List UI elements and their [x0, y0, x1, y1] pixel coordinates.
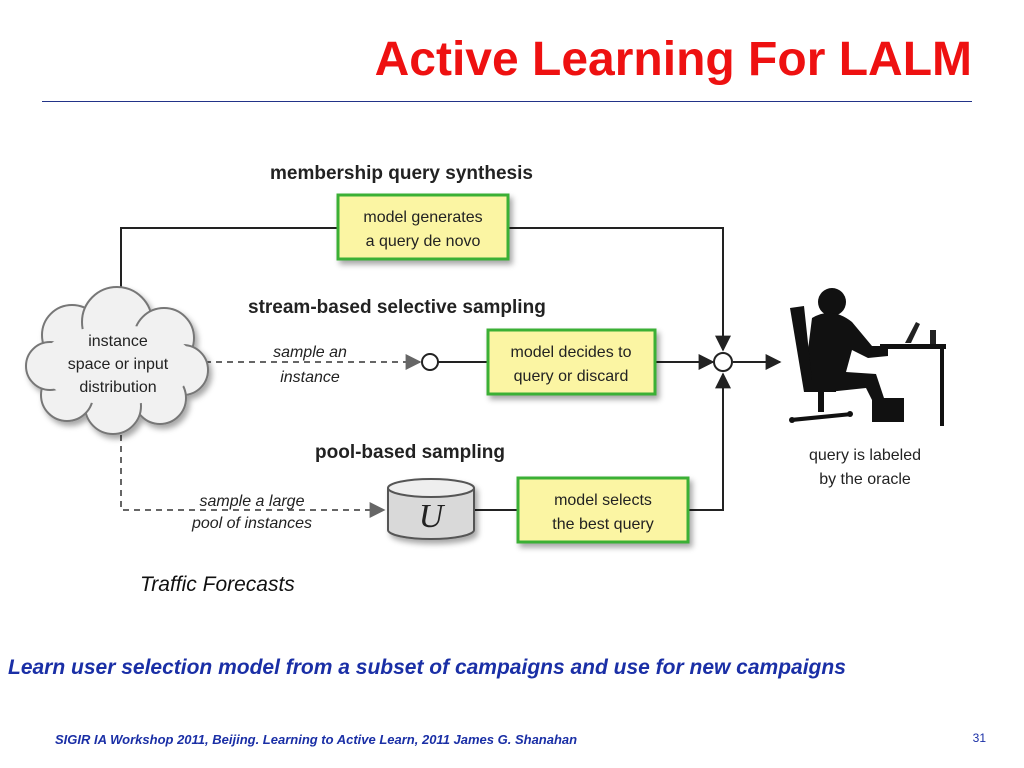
- page-number: 31: [972, 731, 986, 745]
- model-decides-line-2: query or discard: [514, 368, 629, 385]
- unlabeled-pool-cylinder-icon: [387, 478, 475, 540]
- slide-title: Active Learning For LALM: [374, 33, 972, 86]
- cloud-label-line-1: instance: [88, 333, 148, 350]
- diagram-caption: Traffic Forecasts: [140, 573, 295, 596]
- model-selects-box: [516, 476, 690, 544]
- model-selects-line-2: the best query: [552, 516, 653, 533]
- footer-citation: SIGIR IA Workshop 2011, Beijing. Learnin…: [55, 732, 578, 747]
- instance-space-cloud: [25, 286, 209, 435]
- cloud-label-line-2: space or input: [68, 356, 169, 373]
- pool-to-merge-connector: [688, 372, 731, 511]
- pool-sample-dashed-line: [120, 402, 386, 518]
- model-decides-box: [486, 328, 657, 396]
- stream-edge-label-line-1: sample an: [273, 344, 347, 361]
- oracle-person-at-desk-icon: [789, 288, 946, 426]
- summary-statement: Learn user selection model from a subset…: [8, 656, 846, 679]
- cloud-label-line-3: distribution: [79, 379, 156, 396]
- model-generates-box: [336, 193, 510, 261]
- stream-edge-label-line-2: instance: [280, 369, 340, 386]
- model-generates-line-1: model generates: [363, 209, 482, 226]
- model-decides-line-1: model decides to: [511, 344, 632, 361]
- oracle-label-line-2: by the oracle: [819, 471, 911, 488]
- dashed-connectors: [120, 354, 422, 518]
- heading-pool-based-sampling: pool-based sampling: [315, 442, 505, 463]
- title-underline: [42, 101, 972, 102]
- model-generates-line-2: a query de novo: [366, 233, 481, 250]
- oracle-label-line-1: query is labeled: [809, 447, 921, 464]
- pool-edge-label-line-2: pool of instances: [191, 515, 312, 532]
- heading-membership-query-synthesis: membership query synthesis: [270, 163, 533, 184]
- stream-junction-node: [421, 353, 439, 371]
- model-selects-line-1: model selects: [554, 492, 652, 509]
- pool-edge-label-line-1: sample a large: [200, 493, 305, 510]
- merge-junction-node: [713, 352, 733, 372]
- pool-symbol: U: [419, 498, 446, 535]
- membership-to-merge-connector: [508, 227, 731, 352]
- solid-connectors: [120, 227, 782, 511]
- heading-stream-based-sampling: stream-based selective sampling: [248, 297, 546, 318]
